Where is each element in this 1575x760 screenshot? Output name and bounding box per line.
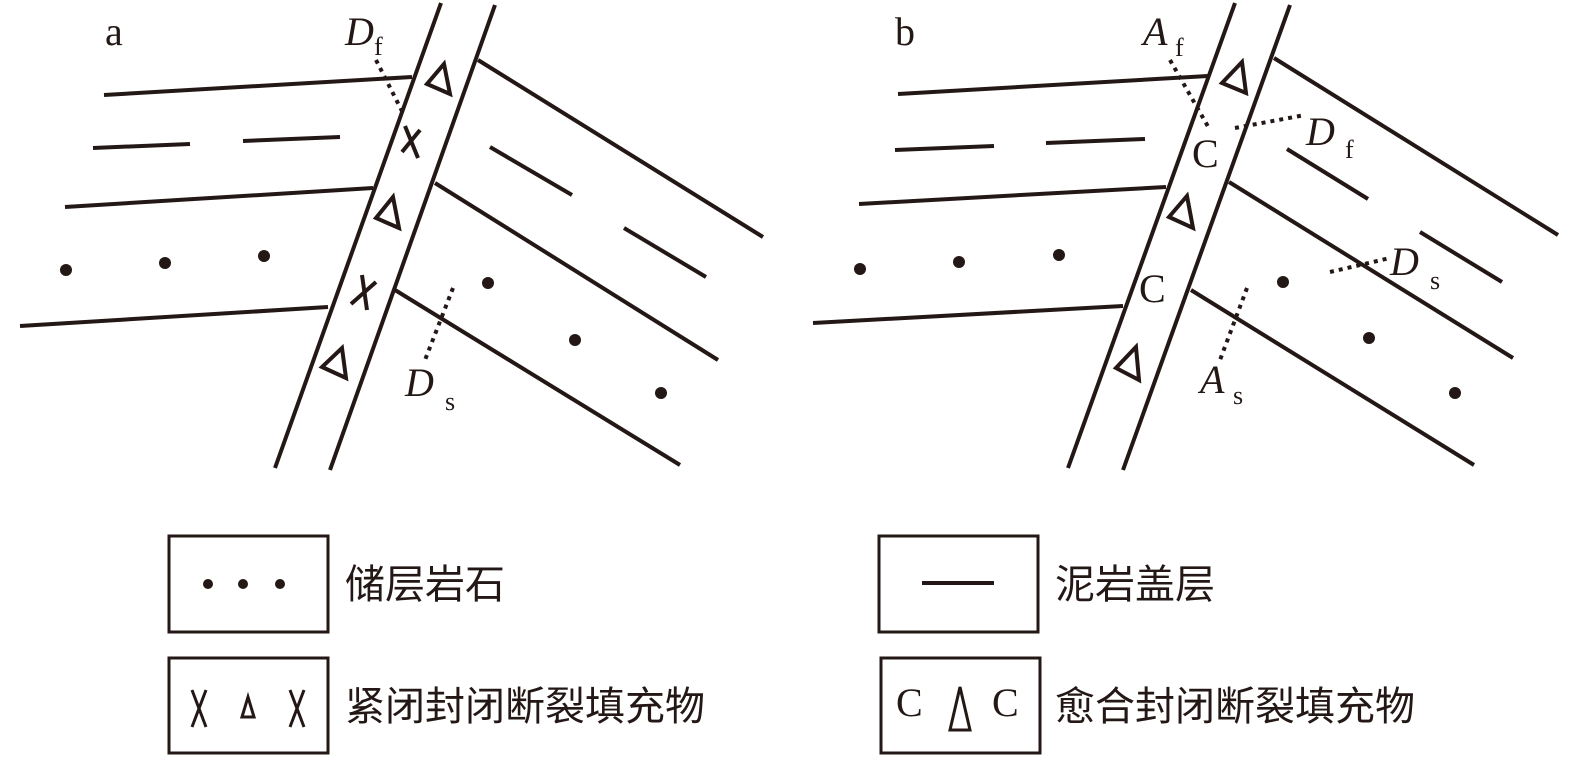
x-icon [190, 689, 208, 728]
layer-boundary [433, 181, 720, 362]
fault-wall-left [1066, 2, 1237, 469]
mudstone-dash [622, 226, 708, 279]
legend-swatch [167, 656, 330, 755]
layer-boundary [1272, 56, 1560, 237]
legend-c-mark: C [896, 680, 923, 725]
dotted-leader [1234, 113, 1306, 130]
reservoir-dot [238, 579, 248, 589]
legend-swatch [879, 656, 1042, 755]
triangle-icon [372, 192, 402, 232]
layer-boundary [393, 288, 682, 467]
label-ds-main: D [404, 360, 434, 405]
dotted-leader [374, 59, 406, 116]
layer-boundary [64, 186, 374, 209]
layer-boundary [812, 304, 1124, 325]
x-icon [349, 274, 378, 311]
reservoir-dot [1053, 249, 1065, 261]
x-icon [288, 689, 306, 728]
triangle-icon [1112, 342, 1142, 384]
reservoir-dot [953, 256, 965, 268]
label-ds-sub: s [445, 387, 455, 416]
reservoir-dot [1277, 276, 1289, 288]
mudstone-dash [894, 144, 995, 152]
legend-label: 紧闭封闭断裂填充物 [345, 684, 705, 730]
label-df-main: D [344, 9, 374, 54]
panel-b: b C C A f D f D s A s [812, 2, 1560, 471]
reservoir-dot [159, 257, 171, 269]
layer-boundary [19, 305, 329, 328]
reservoir-dot [60, 264, 72, 276]
dotted-leader [1329, 256, 1391, 274]
layer-boundary [858, 185, 1167, 206]
reservoir-dot [655, 387, 667, 399]
layer-boundary [897, 74, 1209, 96]
mudstone-dash [1418, 230, 1504, 284]
layer-boundary [1189, 288, 1476, 467]
triangle-icon [423, 59, 453, 98]
mudstone-dash [488, 145, 574, 197]
label-ds-sub: s [1430, 266, 1440, 295]
fault-wall-right [1121, 4, 1292, 471]
triangle-icon [948, 686, 972, 732]
legend-label: 泥岩盖层 [1055, 562, 1215, 608]
healed-fill-mark: C [1139, 266, 1166, 311]
mudstone-dash [1045, 137, 1146, 145]
reservoir-dot [569, 334, 581, 346]
label-ds-main: D [1389, 239, 1419, 284]
reservoir-dot [275, 579, 285, 589]
panel-a-label: a [105, 9, 123, 54]
reservoir-dot [258, 250, 270, 262]
reservoir-dot [1363, 332, 1375, 344]
legend-swatch [877, 534, 1040, 634]
legend-label: 储层岩石 [345, 562, 505, 608]
dotted-leader [423, 287, 455, 361]
label-as-sub: s [1233, 381, 1243, 410]
triangle-icon [239, 691, 257, 719]
mudstone-dash [1285, 147, 1370, 201]
label-df-sub: f [374, 32, 383, 61]
legend-item-tight-fill: 紧闭封闭断裂填充物 [167, 656, 705, 755]
legend-swatch [167, 534, 330, 634]
triangle-icon [318, 343, 349, 382]
layer-boundary [1227, 180, 1515, 360]
label-af-main: A [1140, 9, 1168, 54]
healed-fill-mark: C [1192, 131, 1219, 176]
legend: 储层岩石 泥岩盖层 紧闭封闭断裂填充物 C C 愈合封闭断裂填充物 [167, 534, 1415, 755]
triangle-icon [1218, 57, 1249, 97]
label-as-main: A [1197, 357, 1225, 402]
fault-wall-left [273, 2, 443, 469]
label-df-sub: f [1345, 135, 1354, 164]
triangle-icon [1165, 191, 1196, 232]
layer-boundary [103, 75, 413, 97]
reservoir-dot [854, 263, 866, 275]
x-icon [400, 125, 422, 159]
legend-item-reservoir: 储层岩石 [167, 534, 505, 634]
reservoir-dot [203, 579, 213, 589]
reservoir-dot [1449, 387, 1461, 399]
layer-boundary [476, 58, 765, 239]
mudstone-dash [92, 142, 191, 150]
label-af-sub: f [1175, 33, 1184, 62]
mudstone-dash [242, 135, 341, 143]
label-df-main: D [1305, 109, 1335, 154]
fault-wall-right [328, 4, 497, 471]
legend-c-mark: C [992, 680, 1019, 725]
legend-label: 愈合封闭断裂填充物 [1055, 684, 1415, 730]
dotted-leader [1218, 287, 1249, 361]
legend-item-mudstone: 泥岩盖层 [877, 534, 1215, 634]
panel-a: a D f D s [19, 2, 765, 471]
reservoir-dot [482, 277, 494, 289]
legend-item-healed-fill: C C 愈合封闭断裂填充物 [879, 656, 1415, 755]
panel-b-label: b [895, 9, 915, 54]
